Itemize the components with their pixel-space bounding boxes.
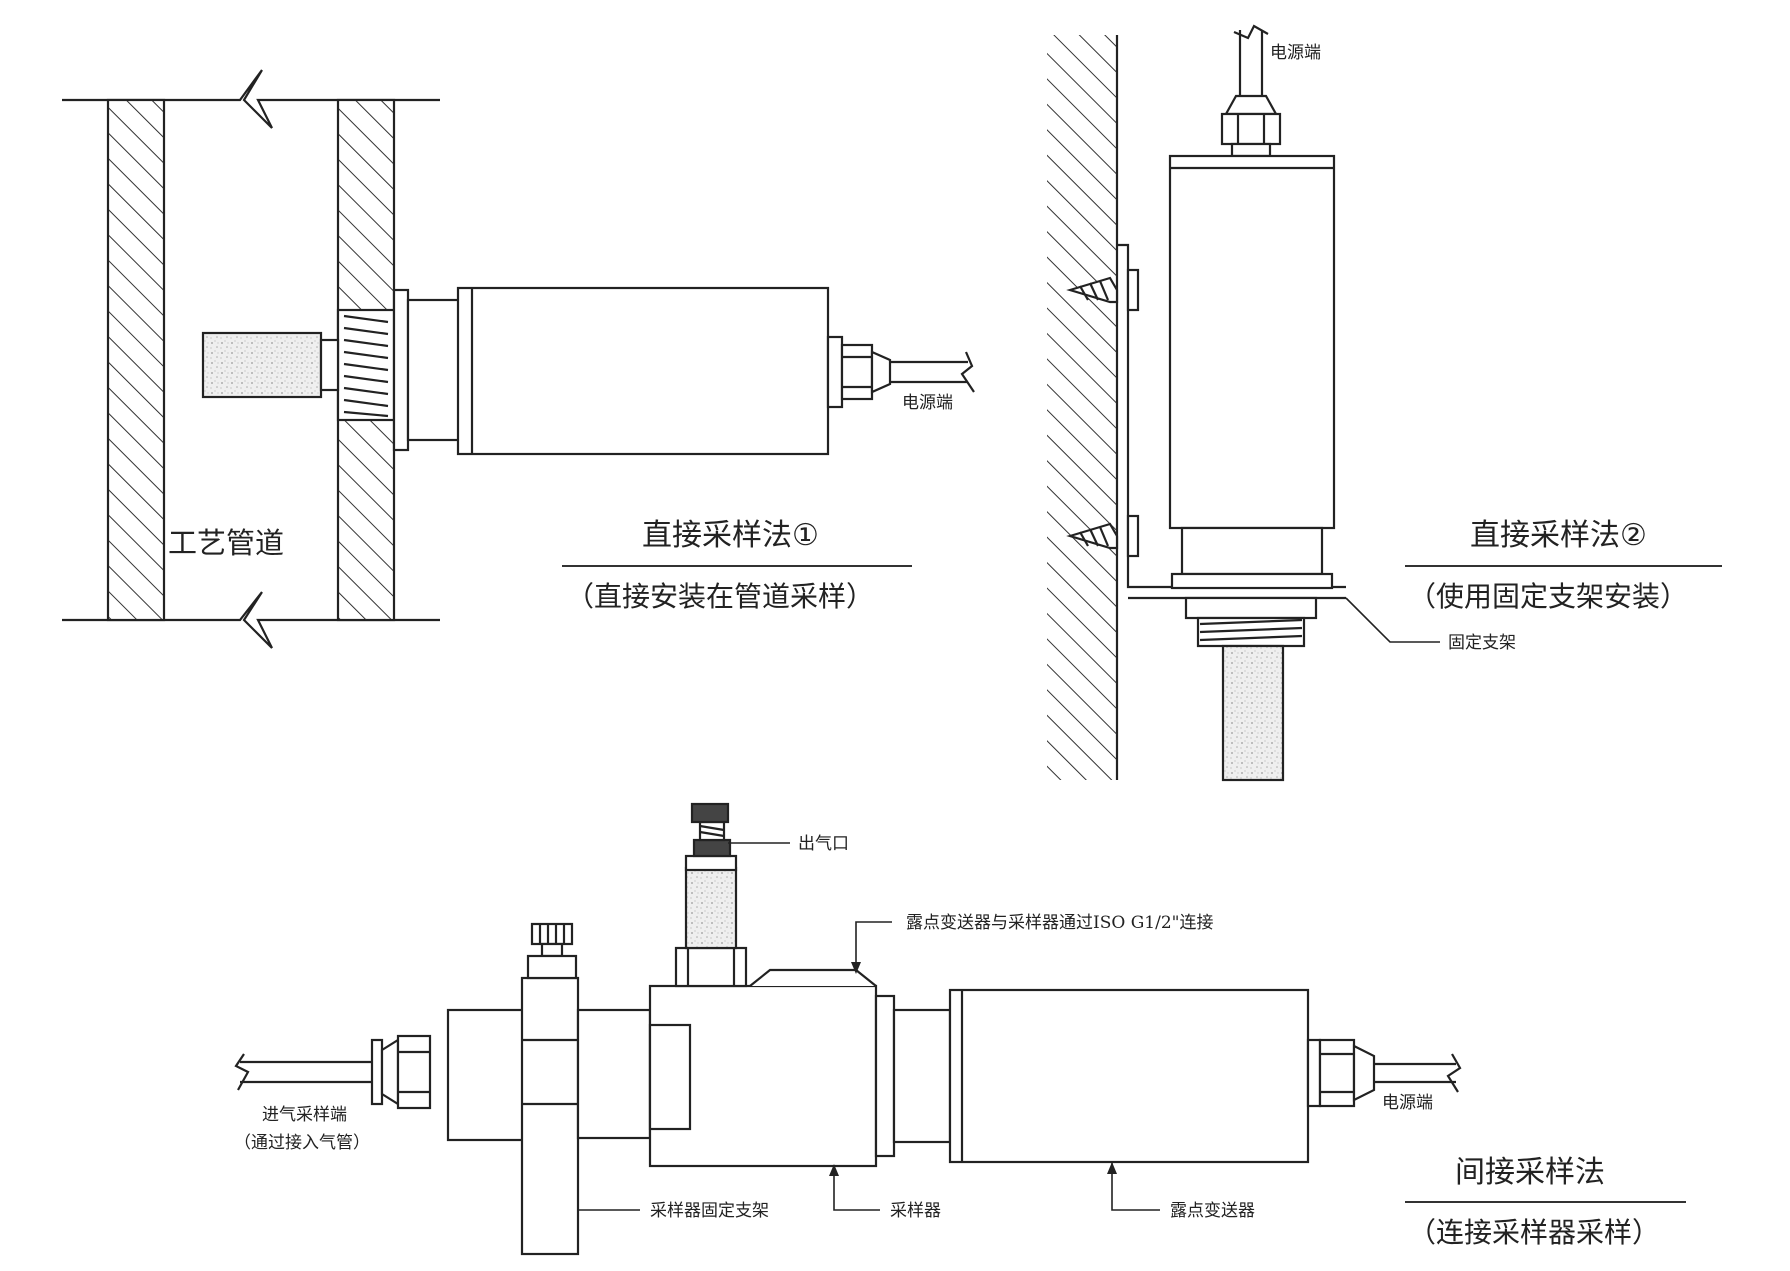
bracket-leader	[1345, 597, 1440, 643]
subtitle-direct-2: （使用固定支架安装）	[1408, 580, 1688, 613]
sampler-connector	[576, 1008, 652, 1140]
wall-screw-top	[1066, 268, 1140, 312]
sensor-filter-probe	[201, 331, 323, 399]
sampler-leader	[833, 1166, 880, 1211]
sampler-bracket-leader	[577, 1180, 640, 1211]
power-cable-2	[1233, 24, 1269, 96]
outlet-label: 出气口	[798, 834, 849, 854]
pipe-bottom-break-line	[62, 591, 440, 649]
title-indirect: 间接采样法	[1455, 1155, 1605, 1190]
subtitle-direct-1: （直接安装在管道采样）	[566, 580, 874, 613]
pipe-wall-left	[106, 98, 166, 622]
panel-direct-sampling-1	[62, 69, 975, 649]
bracket-label: 固定支架	[1448, 633, 1516, 653]
sensor-filter-probe-2	[1221, 644, 1285, 782]
bracket-knob	[526, 922, 578, 980]
thread-insert	[336, 308, 396, 422]
pipe-top-break-line	[62, 69, 440, 129]
connection-label: 露点变送器与采样器通过ISO G1/2"连接	[906, 913, 1213, 933]
pipe-label: 工艺管道	[168, 526, 284, 560]
inlet-sub-label: （通过接入气管）	[234, 1133, 370, 1153]
probe-collar	[319, 338, 340, 392]
power-label-1: 电源端	[902, 393, 953, 413]
sampler-front-block	[446, 1008, 528, 1142]
cable-gland-2	[1220, 94, 1282, 158]
inlet-ferrule	[370, 1038, 384, 1106]
title-direct-2: 直接采样法②	[1470, 518, 1647, 553]
lock-nut-2	[1184, 596, 1318, 620]
inlet-label: 进气采样端	[262, 1105, 347, 1125]
sampler-label: 采样器	[890, 1201, 941, 1221]
wall-screw-bottom	[1066, 514, 1140, 558]
outlet-assembly	[674, 802, 748, 988]
transmitter-neck-3	[892, 1008, 952, 1144]
transmitter-neck	[406, 298, 462, 442]
inlet-fitting	[380, 1034, 432, 1110]
power-label-3: 电源端	[1382, 1093, 1433, 1113]
connection-leader	[855, 921, 892, 970]
mounting-wall	[1047, 35, 1117, 780]
transmitter-leader	[1111, 1162, 1160, 1211]
subtitle-indirect: （连接采样器采样）	[1408, 1216, 1660, 1249]
title-direct-1: 直接采样法①	[642, 518, 819, 553]
transmitter-body-3	[948, 988, 1310, 1164]
cable-gland-3	[1306, 1038, 1376, 1108]
power-cable-3	[1374, 1053, 1462, 1093]
power-cable	[890, 351, 975, 393]
coupling	[874, 994, 896, 1158]
panel-direct-sampling-2	[1047, 24, 1440, 782]
transmitter-body	[456, 286, 830, 456]
transmitter-body-2	[1168, 154, 1336, 530]
inlet-cable	[234, 1053, 372, 1091]
transmitter-neck-2	[1180, 526, 1324, 576]
transmitter-label: 露点变送器	[1170, 1201, 1255, 1221]
panel-indirect-sampling	[234, 802, 1462, 1256]
cable-gland	[826, 335, 892, 409]
power-label-2: 电源端	[1270, 43, 1321, 63]
thread-2	[1196, 616, 1306, 648]
sampler-bracket	[520, 976, 580, 1256]
sampler-bracket-label: 采样器固定支架	[650, 1201, 769, 1221]
mount-flange	[392, 288, 410, 452]
mount-flange-2	[1170, 572, 1334, 590]
sampler-window	[648, 1023, 692, 1131]
sampler-step	[749, 968, 877, 987]
